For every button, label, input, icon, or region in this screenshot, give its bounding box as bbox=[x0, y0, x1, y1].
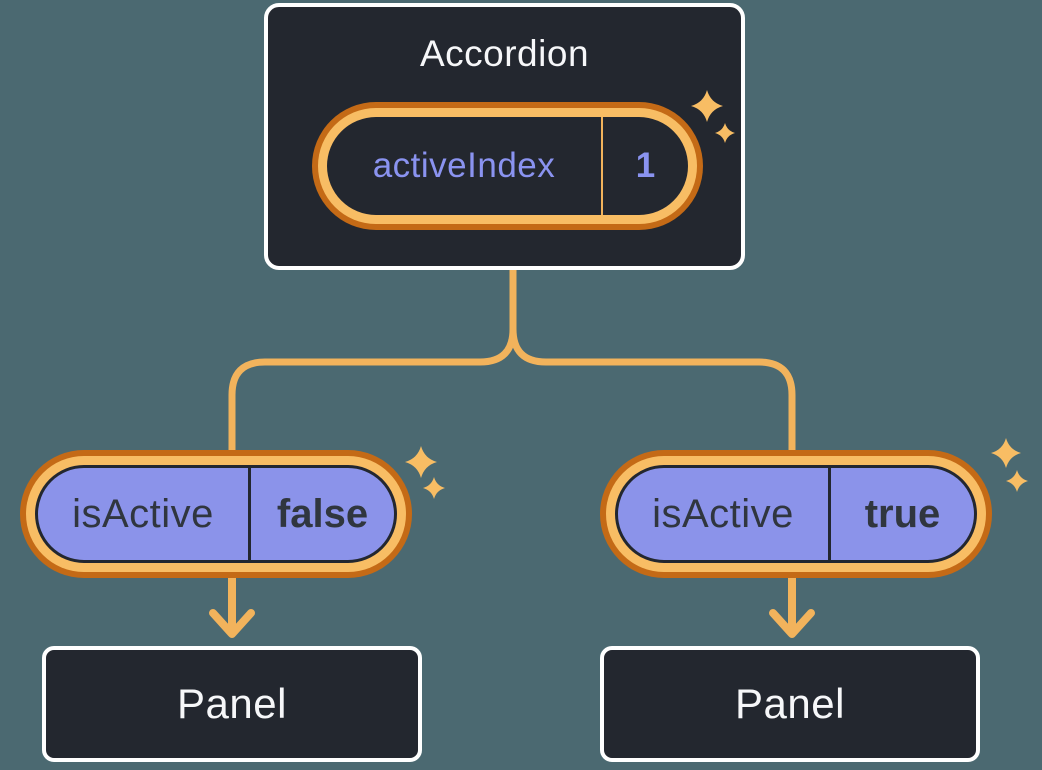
sparkle-icon bbox=[715, 123, 735, 143]
sparkle-icon bbox=[691, 90, 735, 143]
state-value: 1 bbox=[635, 146, 656, 185]
panel-title: Panel bbox=[177, 680, 287, 727]
prop-pill-left: isActive false bbox=[35, 465, 397, 563]
sparkle-icon bbox=[991, 438, 1021, 468]
panel-title: Panel bbox=[735, 680, 845, 727]
arrow-left-head bbox=[209, 609, 255, 638]
sparkle-icon bbox=[423, 477, 445, 499]
sparkle-icon bbox=[691, 90, 723, 122]
panel-node-left: Panel bbox=[42, 646, 422, 762]
prop-pill-right: isActive true bbox=[615, 465, 977, 563]
sparkle-icon bbox=[405, 446, 437, 478]
state-pill: activeIndex 1 bbox=[327, 117, 688, 215]
sparkle-icon bbox=[1006, 470, 1028, 492]
panel-node-right: Panel bbox=[600, 646, 980, 762]
pill-divider bbox=[248, 468, 251, 560]
prop-value: true bbox=[864, 491, 941, 536]
pill-divider bbox=[601, 117, 603, 215]
sparkle-icon bbox=[405, 446, 445, 499]
fork-connector-right bbox=[509, 266, 796, 462]
sparkle-icon bbox=[991, 438, 1028, 492]
arrow-right-head bbox=[769, 609, 815, 638]
accordion-title: Accordion bbox=[419, 33, 590, 74]
prop-name-label: isActive bbox=[72, 491, 214, 536]
state-name-label: activeIndex bbox=[372, 146, 556, 185]
prop-name-label: isActive bbox=[652, 491, 794, 536]
fork-connector-left bbox=[228, 266, 517, 462]
prop-value: false bbox=[276, 491, 369, 536]
pill-divider bbox=[828, 468, 831, 560]
